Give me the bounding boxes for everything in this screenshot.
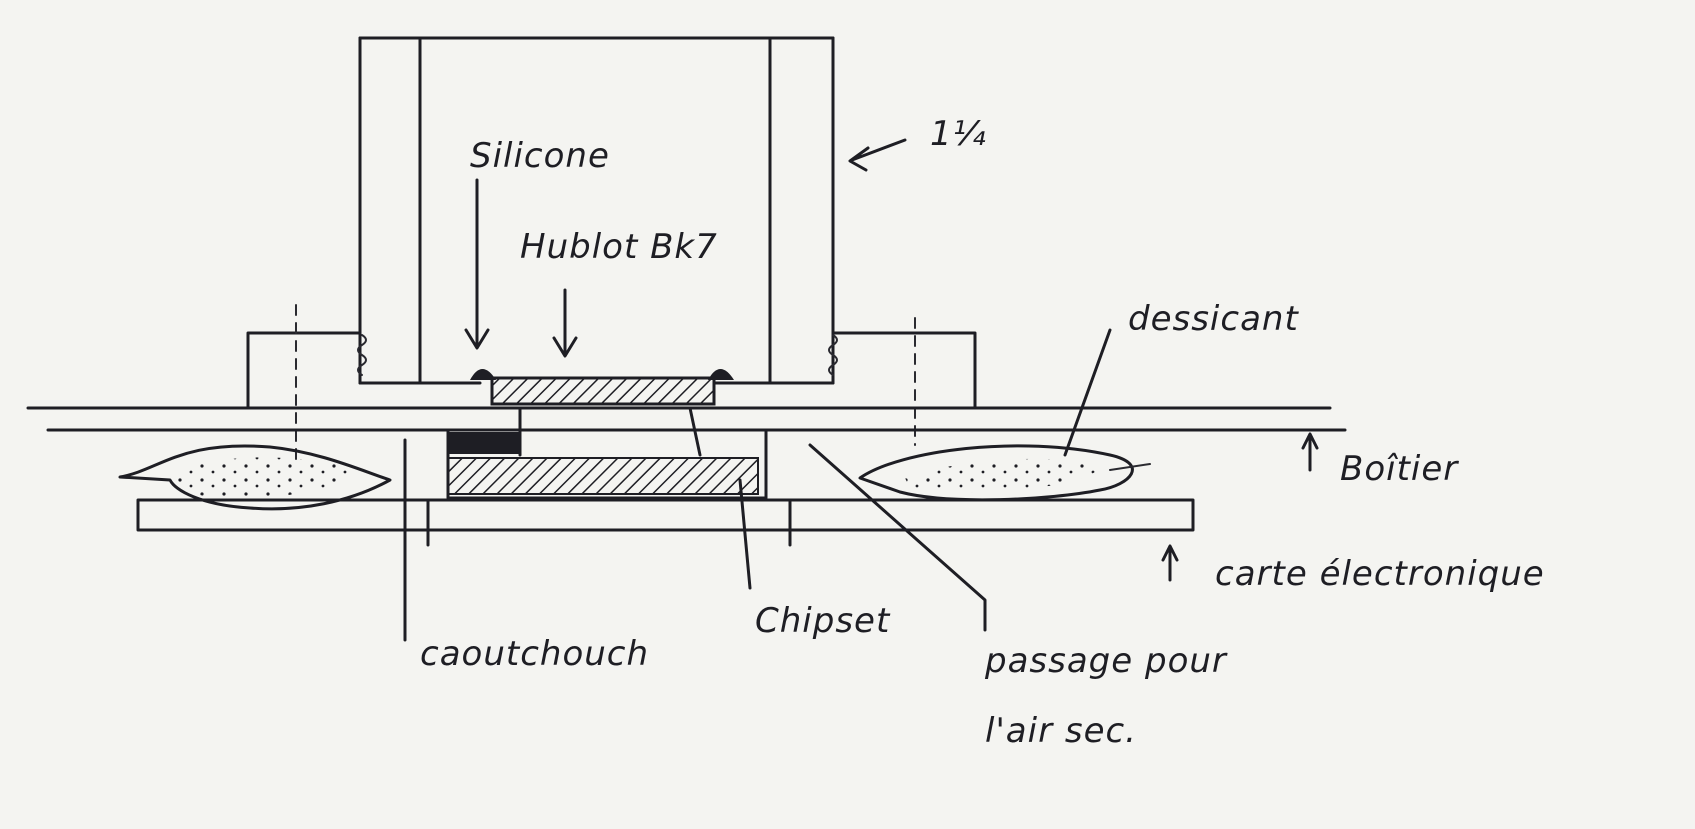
passage-label-line1: passage pour bbox=[984, 641, 1228, 681]
bk7-window bbox=[358, 369, 835, 406]
hublot-label: Hublot Bk7 bbox=[520, 227, 718, 267]
desiccant-bags bbox=[118, 444, 1151, 511]
dessicant-label: dessicant bbox=[1128, 299, 1299, 339]
boitier-label: Boîtier bbox=[1340, 449, 1459, 489]
mounting-blocks bbox=[246, 304, 977, 461]
caoutchouc-label: caoutchouch bbox=[420, 634, 649, 674]
chipset-label: Chipset bbox=[755, 601, 891, 641]
silicone-label: Silicone bbox=[470, 136, 610, 176]
passage-label-line2: l'air sec. bbox=[985, 711, 1137, 751]
electronic-card bbox=[136, 498, 1195, 547]
carte-label: carte électronique bbox=[1215, 554, 1545, 594]
size-label: 1¼ bbox=[930, 114, 987, 154]
tube-adapter bbox=[357, 36, 838, 385]
leader-lines bbox=[403, 138, 1319, 642]
boitier-plates bbox=[26, 406, 1347, 432]
chipset-stack bbox=[446, 406, 768, 500]
